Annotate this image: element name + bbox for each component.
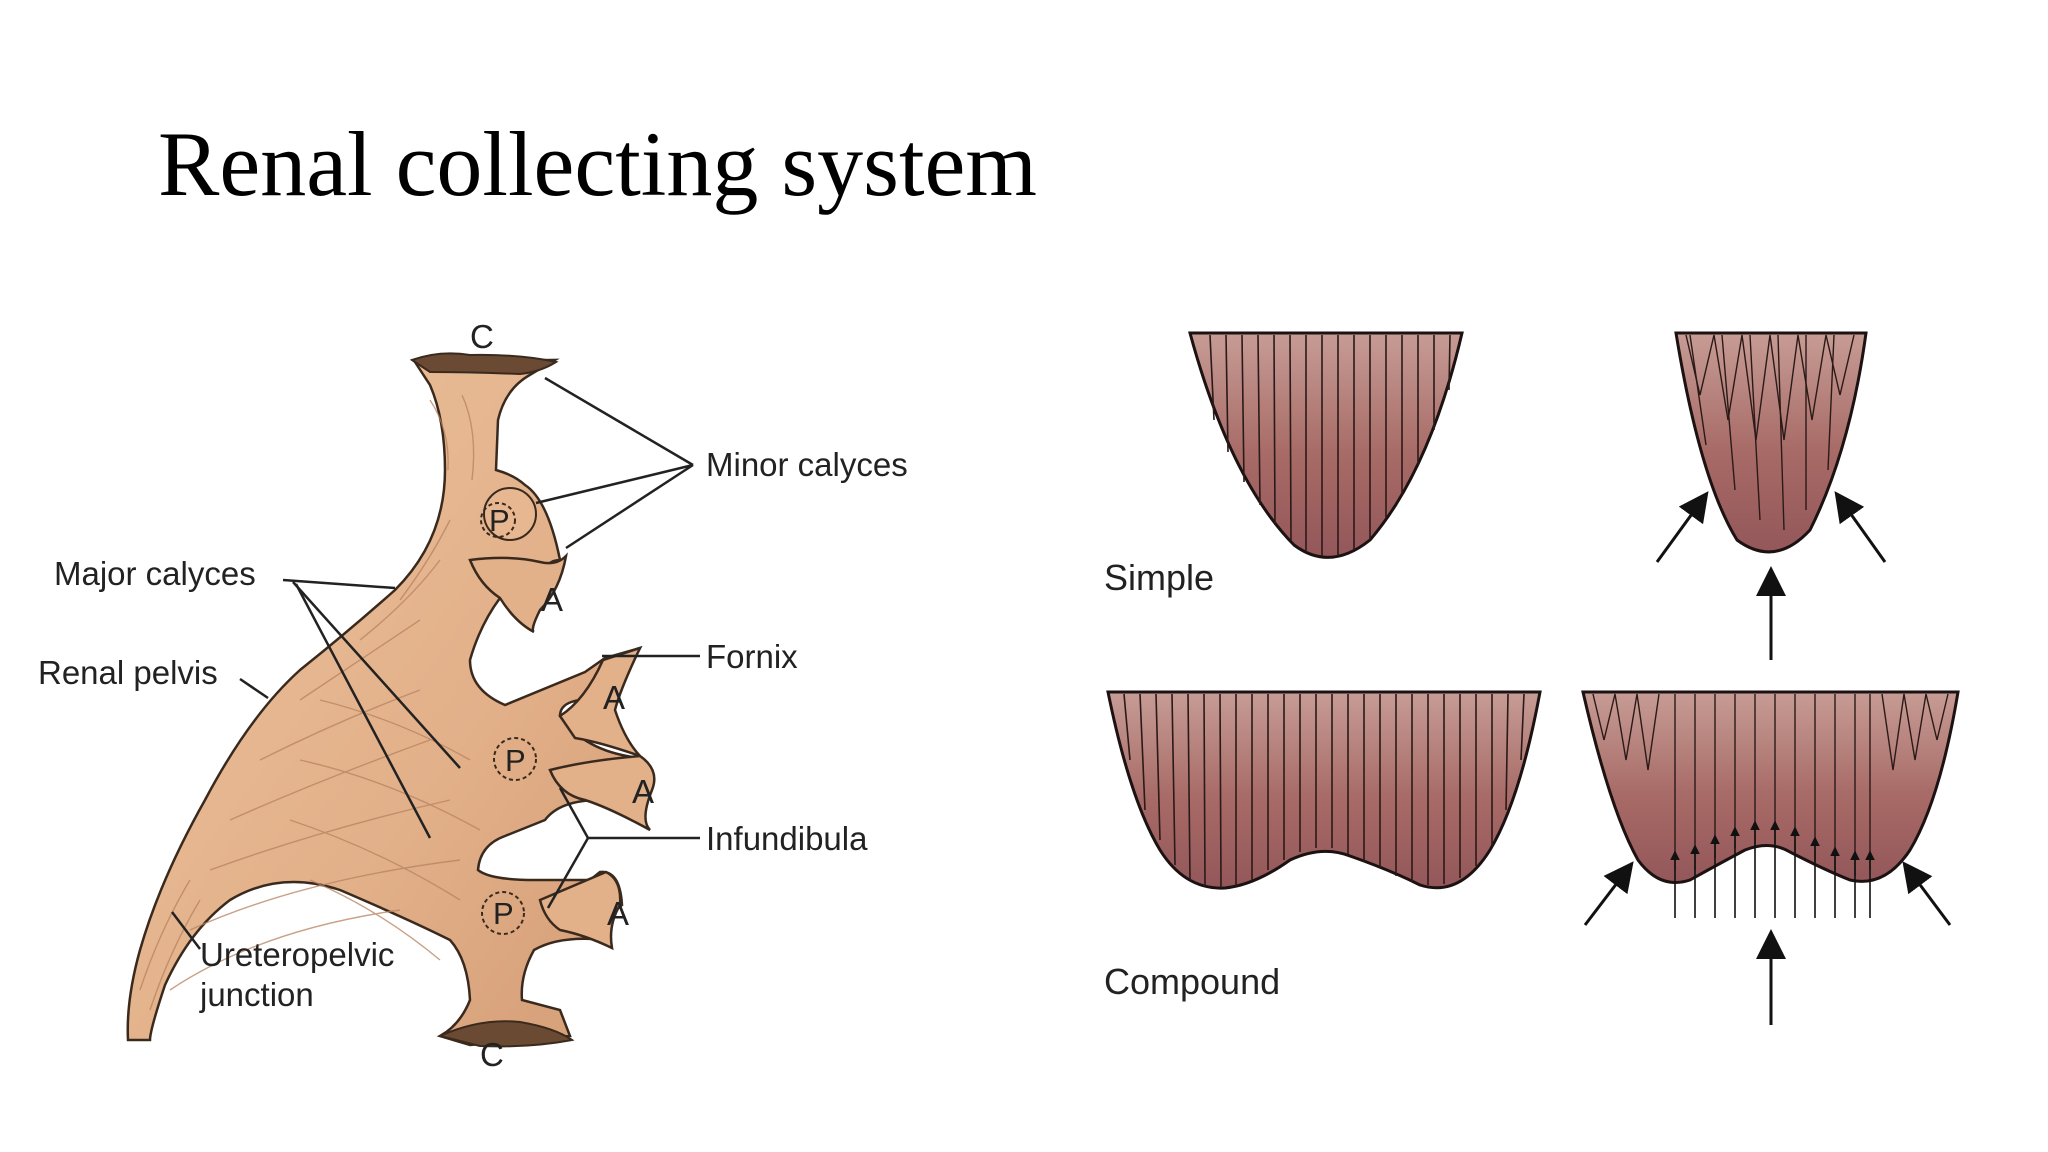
leader-lines [171,376,700,950]
upper-papilla-bulge [483,487,537,541]
label-infundibula: Infundibula [706,820,868,857]
simple-papilla [1188,331,1464,559]
label-papilla-3: P [493,896,514,931]
label-anterior-4: A [607,895,629,932]
simple-ducts [1209,334,1451,556]
refluxing-compound-papilla [1581,690,1960,1025]
label-ureteropelvic-line2: junction [199,976,314,1013]
compound-ducts [1123,693,1525,889]
refluxing-simple-papilla [1655,331,1887,660]
label-calyx-bottom: C [480,1036,504,1073]
label-anterior-3: A [632,773,654,810]
collecting-system-illustration [126,352,656,1048]
label-minor-calyces: Minor calyces [706,446,908,483]
bottom-minor-calyx [436,1020,575,1048]
label-ureteropelvic-line1: Ureteropelvic [200,936,394,973]
label-simple: Simple [1104,557,1214,598]
label-papilla-1: P [489,503,510,538]
refluxing-compound-ducts [1592,693,1949,876]
slide-title: Renal collecting system [158,113,1037,215]
fornix-calyx [558,645,643,758]
middle-calyx [548,754,656,832]
label-compound: Compound [1104,961,1280,1002]
upper-anterior-calyx [468,552,568,634]
label-fornix: Fornix [706,638,798,675]
top-minor-calyx [409,352,559,376]
label-papilla-2: P [505,743,526,778]
refluxing-simple-ducts [1685,334,1855,531]
compound-papilla [1106,690,1542,890]
tissue-texture [139,394,481,1011]
label-renal-pelvis: Renal pelvis [38,654,218,691]
label-anterior-1: A [541,581,563,618]
label-calyx-top: C [470,318,494,355]
label-major-calyces: Major calyces [54,555,256,592]
lower-calyx [538,870,622,951]
label-anterior-2: A [603,679,625,716]
reflux-small-arrows [1670,820,1875,918]
